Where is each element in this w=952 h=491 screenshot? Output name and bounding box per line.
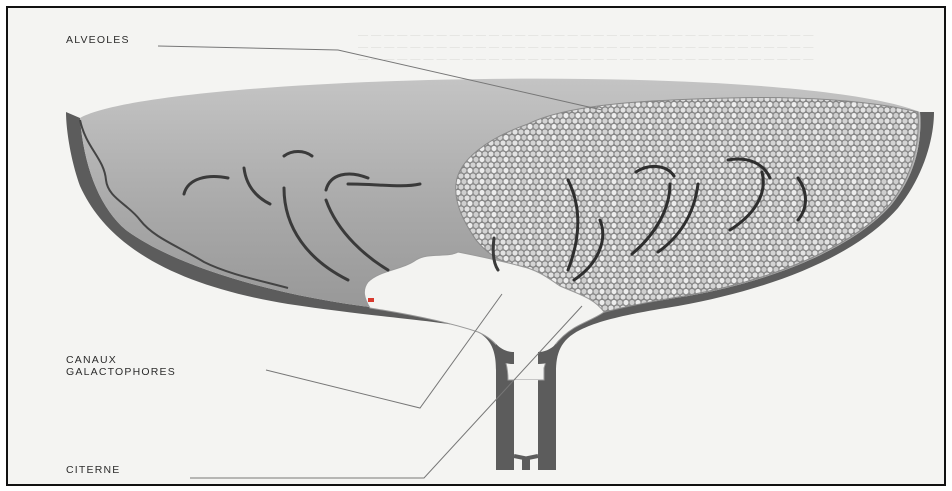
label-canaux-galactophores: CANAUX GALACTOPHORES: [66, 354, 176, 378]
label-canaux-line2: GALACTOPHORES: [66, 366, 176, 378]
label-alveoles: ALVEOLES: [66, 34, 130, 46]
label-citerne: CITERNE: [66, 464, 121, 476]
diagram-frame: — — — — — — — — — — — — — — — — — — — — …: [6, 6, 946, 486]
red-accent-mark: [368, 298, 374, 302]
udder-cross-section: [8, 8, 944, 484]
label-canaux-line1: CANAUX: [66, 354, 176, 366]
